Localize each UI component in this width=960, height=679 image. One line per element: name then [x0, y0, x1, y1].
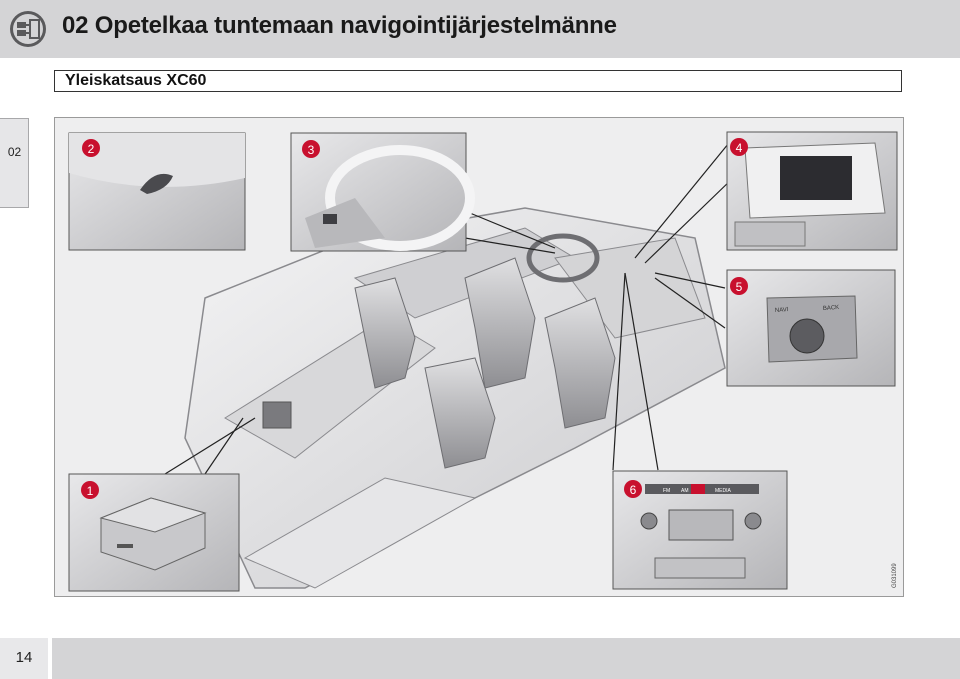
- svg-text:4: 4: [736, 141, 743, 155]
- svg-text:3: 3: [308, 143, 315, 157]
- page-number-box: 14: [0, 638, 52, 679]
- callout-6: 6: [624, 480, 642, 498]
- callout-1: 1: [81, 481, 99, 499]
- inset-6-centre-console: FM AM MEDIA: [612, 470, 788, 590]
- chapter-tab-label: 02: [7, 145, 22, 159]
- callout-5: 5: [730, 277, 748, 295]
- chapter-tab[interactable]: 02: [0, 118, 29, 208]
- footer-bar: [0, 638, 960, 679]
- inset-2-roof-antenna: [68, 132, 246, 251]
- section-heading-box: Yleiskatsaus XC60: [54, 70, 902, 92]
- svg-text:5: 5: [736, 280, 743, 294]
- panel5-back-label: BACK: [823, 305, 840, 312]
- callout-4: 4: [730, 138, 748, 156]
- svg-text:6: 6: [630, 483, 637, 497]
- panel6-media-label: MEDIA: [715, 488, 732, 494]
- page-number: 14: [15, 649, 33, 666]
- panel6-fm-label: FM: [663, 488, 670, 494]
- inset-5-navigation-control: NAVI BACK: [726, 269, 896, 387]
- page-title: 02 Opetelkaa tuntemaan navigointijärjest…: [62, 12, 617, 39]
- car-overview-illustration: NAVI BACK FM AM MEDIA 1: [54, 117, 904, 597]
- leader-lines: [164, 137, 734, 475]
- panel5-navi-label: NAVI: [775, 307, 789, 314]
- callout-3: 3: [302, 140, 320, 158]
- navigation-system-icon: [8, 9, 48, 49]
- image-code: G031099: [892, 563, 898, 588]
- inset-4-display-screen: [726, 131, 898, 251]
- panel6-am-label: AM: [681, 488, 689, 494]
- svg-text:1: 1: [87, 484, 94, 498]
- car-interior-drawing: [184, 207, 726, 589]
- header-bar: 02 Opetelkaa tuntemaan navigointijärjest…: [0, 0, 960, 58]
- section-title: Yleiskatsaus XC60: [65, 72, 207, 89]
- svg-text:2: 2: [88, 142, 95, 156]
- inset-3-steering-area: [290, 132, 475, 252]
- callout-2: 2: [82, 139, 100, 157]
